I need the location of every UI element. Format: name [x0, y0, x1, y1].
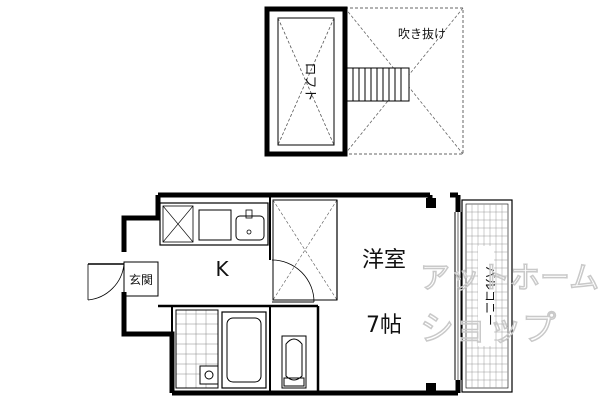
loft-diagonal-2 — [277, 17, 335, 146]
watermark-logo: アットホーム ショップ — [419, 260, 600, 350]
kitchen-counter — [159, 202, 269, 246]
fukinuke-label: 吹き抜け — [398, 27, 446, 41]
bathroom-block — [158, 304, 320, 393]
kitchen-label: K — [215, 257, 229, 281]
fukinuke-diagonal-1 — [344, 7, 464, 155]
entrance-door — [87, 263, 125, 301]
main-level: バルコニー 玄関 — [87, 192, 513, 396]
column-ne — [426, 198, 436, 208]
toilet-icon — [281, 335, 307, 389]
watermark-line2: ショップ — [420, 309, 556, 349]
loft-level: ロフト 吹き抜け — [264, 6, 464, 157]
loft-diagonal-1 — [277, 17, 335, 146]
loft-ladder — [346, 67, 410, 102]
fukinuke-diagonal-2 — [344, 7, 464, 155]
balcony-label: バルコニー — [483, 266, 497, 326]
drain-icon — [199, 365, 219, 385]
loft-wall — [264, 6, 348, 157]
column-se — [426, 383, 436, 393]
room-door-arc — [271, 259, 315, 303]
closet — [272, 199, 338, 301]
loft-inner-line — [277, 17, 335, 146]
faucet-icon — [245, 209, 253, 219]
genkan-area — [123, 261, 159, 297]
watermark-line1: アットホーム — [420, 261, 599, 296]
loft-label: ロフト — [302, 62, 317, 101]
room-size-label: 7帖 — [366, 313, 402, 338]
east-window — [454, 212, 462, 380]
washroom-floor — [175, 309, 219, 389]
exterior-walls — [121, 192, 461, 396]
bathtub — [221, 311, 267, 389]
room-name-label: 洋室 — [362, 248, 406, 273]
genkan-label: 玄関 — [129, 272, 153, 287]
balcony: バルコニー — [461, 199, 513, 393]
sink — [235, 215, 265, 241]
stove-top — [198, 209, 232, 241]
